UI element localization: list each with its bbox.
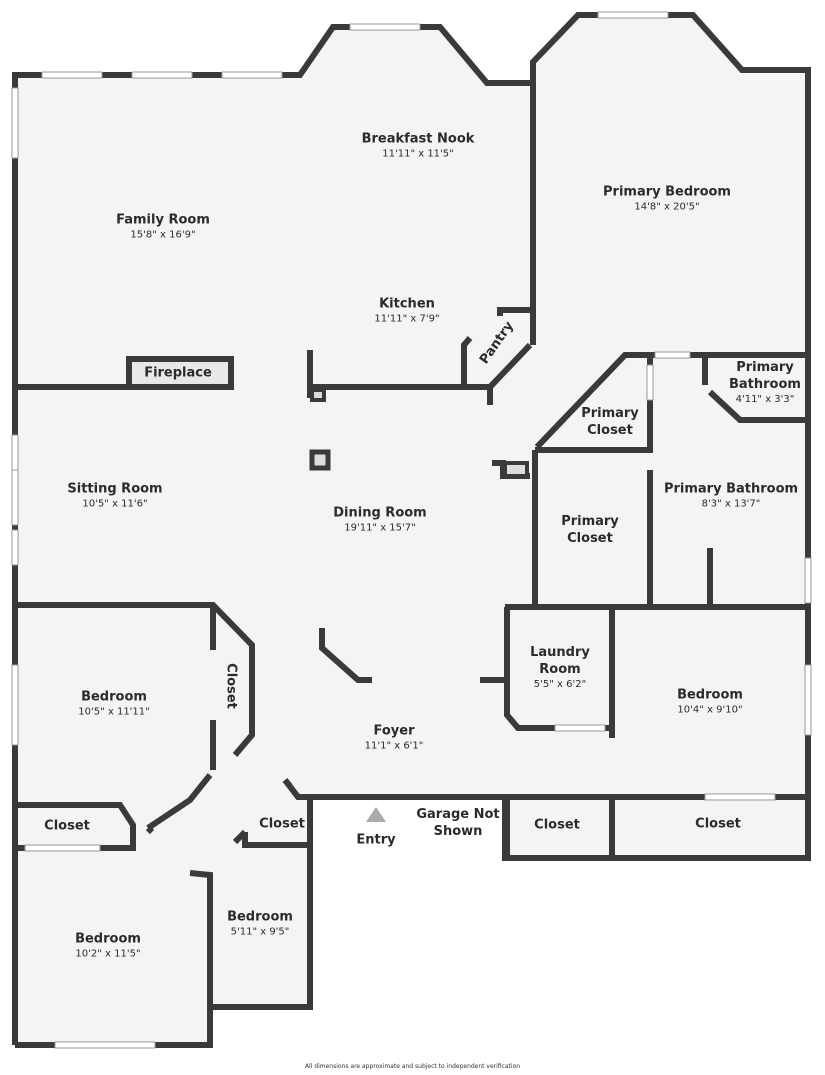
room-primary-bathroom-small: Primary Bathroom 4'11" x 3'3": [725, 359, 805, 407]
room-dims: 10'5" x 11'11": [78, 706, 150, 718]
room-closet-south-2: Closet: [695, 816, 741, 833]
room-primary-closet-upper: Primary Closet: [575, 405, 645, 439]
primary-closet-lower: [505, 450, 808, 610]
room-name: Fireplace: [144, 365, 212, 381]
room-name: Garage Not Shown: [416, 807, 500, 839]
room-closet-west: Closet: [223, 663, 240, 709]
floor-area: [15, 15, 808, 1045]
room-name: Bedroom: [227, 909, 293, 925]
column-post: [309, 449, 331, 471]
room-dims: 10'4" x 9'10": [677, 704, 743, 716]
room-name: Bedroom: [75, 931, 141, 947]
room-dims: 15'8" x 16'9": [130, 229, 196, 241]
hall-walls: [15, 778, 313, 1048]
room-name: Bedroom: [677, 687, 743, 703]
room-name: Closet: [695, 816, 741, 832]
room-dims: 11'1" x 6'1": [364, 740, 424, 752]
room-name: Entry: [356, 832, 396, 848]
room-name: Breakfast Nook: [361, 131, 475, 147]
room-dims: 8'3" x 13'7": [701, 498, 761, 510]
room-dims: 19'11" x 15'7": [344, 522, 416, 534]
primary-closet-upper: [534, 352, 808, 453]
exterior-wall: [12, 24, 533, 1045]
room-name: Closet: [223, 663, 239, 709]
room-name: Primary Bedroom: [603, 184, 731, 200]
room-name: Closet: [534, 817, 580, 833]
room-dims: 14'8" x 20'5": [634, 201, 700, 213]
fireplace-box: [126, 356, 234, 390]
room-dims: 5'5" x 6'2": [533, 679, 587, 690]
closet-divider-walls: [504, 797, 615, 858]
room-name: Foyer: [373, 723, 415, 739]
room-dims: 11'11" x 11'5": [382, 148, 454, 160]
chimney: [503, 461, 529, 478]
fireplace-label: Fireplace: [144, 365, 212, 382]
laundry-wall: [480, 607, 615, 738]
room-name: Closet: [44, 818, 90, 834]
closet-left-wall: [15, 802, 136, 851]
room-closet-south-1: Closet: [534, 817, 580, 834]
walls: [12, 12, 811, 1048]
room-name: Dining Room: [333, 505, 427, 521]
room-name: Sitting Room: [67, 481, 163, 497]
room-dims: 10'2" x 11'5": [75, 948, 141, 960]
room-name: Primary Bathroom: [729, 360, 801, 392]
room-closet-hall: Closet: [259, 816, 305, 833]
pantry-wall: [461, 307, 533, 390]
exterior-wall-primary: [502, 12, 811, 861]
room-laundry: Laundry Room 5'5" x 6'2": [525, 644, 595, 692]
garage-label: Garage Not Shown: [413, 806, 503, 840]
room-dims: 5'11" x 9'5": [230, 926, 290, 938]
column-post: [310, 388, 326, 402]
room-dims: 4'11" x 3'3": [735, 394, 795, 405]
room-dims: 11'11" x 7'9": [374, 313, 440, 325]
primary-bath-small: [702, 355, 808, 423]
room-name: Bedroom: [81, 689, 147, 705]
room-name: Closet: [259, 816, 305, 832]
room-closet-sw: Closet: [44, 818, 90, 835]
entry-arrow-icon: [366, 807, 386, 822]
dining-stub: [319, 628, 372, 683]
room-name: Kitchen: [379, 296, 435, 312]
room-name: Primary Bathroom: [663, 481, 799, 497]
room-primary-closet-lower: Primary Closet: [555, 513, 625, 547]
room-name: Family Room: [116, 212, 210, 228]
bedroom-left-wall: [15, 602, 255, 831]
foyer-front-wall: [282, 778, 808, 800]
disclaimer-footer: All dimensions are approximate and subje…: [304, 1063, 521, 1070]
room-name: Primary Closet: [561, 514, 619, 546]
entry-label: Entry: [356, 832, 395, 849]
room-name: Primary Closet: [581, 406, 639, 438]
room-name: Laundry Room: [530, 645, 590, 677]
windows: [11, 11, 812, 1049]
room-dims: 10'5" x 11'6": [82, 498, 148, 510]
